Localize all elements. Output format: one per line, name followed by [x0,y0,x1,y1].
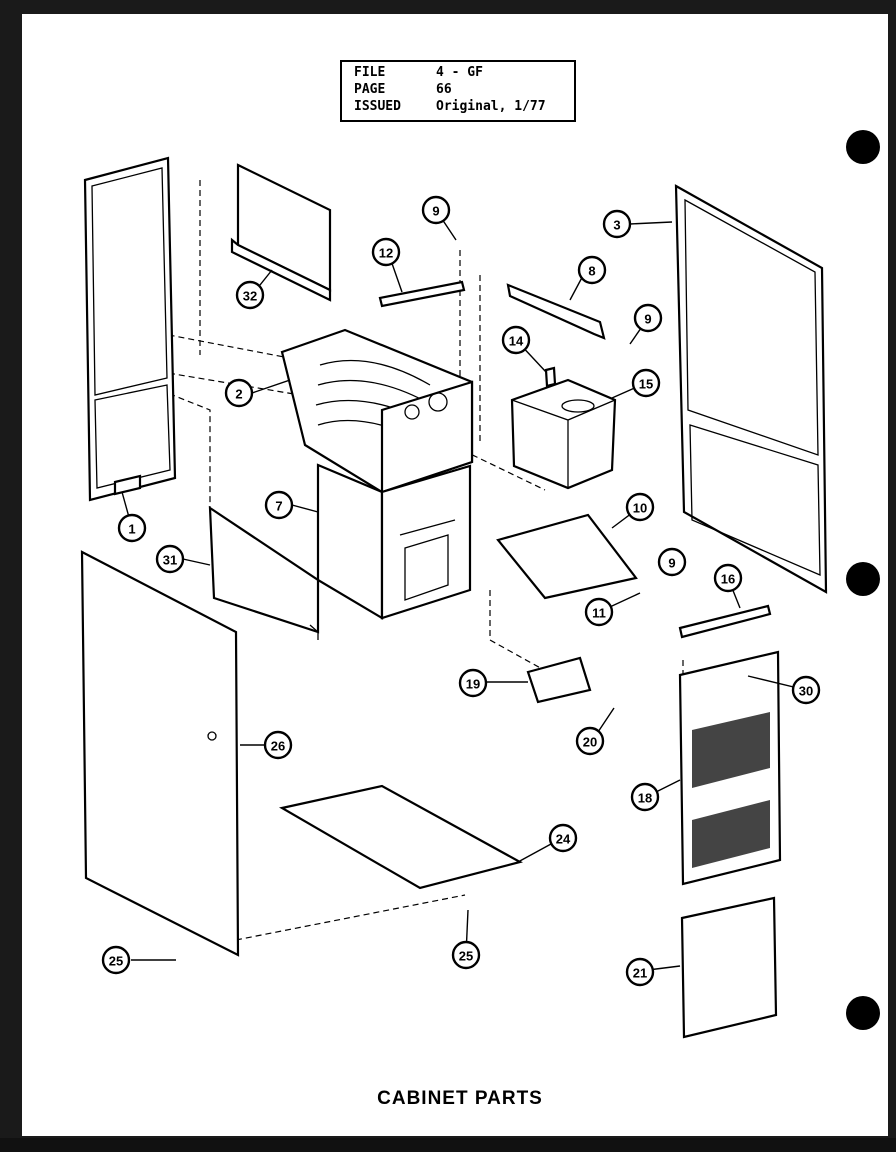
callout-21: 21 [625,957,655,987]
callout-26-label: 26 [271,739,285,754]
part-21-filter-door [680,896,778,1039]
callout-7: 7 [264,490,294,520]
part-26-outer-door [80,550,240,957]
callout-31-label: 31 [163,553,177,568]
callout-18: 18 [630,782,660,812]
part-1-left-side-panel [83,156,177,502]
callout-3-label: 3 [613,218,620,233]
callout-2: 2 [224,378,254,408]
file-row: FILE 4 - GF [354,65,483,80]
callout-2-label: 2 [235,387,242,402]
callout-10-label: 10 [633,501,647,516]
callout-19: 19 [458,668,488,698]
part-16-rail [678,604,772,639]
binder-hole-middle [846,562,880,596]
callout-11: 11 [584,597,614,627]
callout-32-label: 32 [243,289,257,304]
callout-3: 3 [602,209,632,239]
callout-8-label: 8 [588,264,595,279]
part-24-bottom-pan [279,784,523,890]
callout-20: 20 [575,726,605,756]
callout-12-label: 12 [379,246,393,261]
callout-9-top-label: 9 [432,204,439,219]
callout-14-label: 14 [509,334,524,349]
issued-row: ISSUED Original, 1/77 [354,99,546,114]
part-32-top-baffle [230,163,332,302]
callout-24-label: 24 [556,832,571,847]
callout-19-label: 19 [466,677,480,692]
callout-30-label: 30 [799,684,813,699]
callout-16-label: 16 [721,572,735,587]
binder-hole-top [846,130,880,164]
callout-24: 24 [548,823,578,853]
page-row: PAGE 66 [354,82,452,97]
callout-32: 32 [235,280,265,310]
part-15-blower-box [510,378,617,490]
callout-30: 30 [791,675,821,705]
callout-1: 1 [117,513,147,543]
callout-25-left: 25 [101,945,131,975]
callout-31: 31 [155,544,185,574]
part-2-heat-exchanger [280,328,474,494]
callout-25-left-label: 25 [109,954,123,969]
page-label: PAGE [354,82,386,97]
binder-hole-bottom [846,996,880,1030]
callout-15-label: 15 [639,377,653,392]
part-3-door-frame [674,184,828,594]
callout-9-right-label: 9 [644,312,651,327]
file-value: 4 - GF [436,65,483,80]
part-8-rail [506,283,606,340]
scan-edge [0,1138,896,1152]
part-14-clip [544,366,557,388]
callout-9-lower: 9 [657,547,687,577]
callout-15: 15 [631,368,661,398]
callout-1-label: 1 [128,522,135,537]
page-value: 66 [436,82,452,97]
file-info-box: FILE 4 - GF PAGE 66 ISSUED Original, 1/77 [340,60,576,122]
callout-9-right: 9 [633,303,663,333]
callout-10: 10 [625,492,655,522]
callout-16: 16 [713,563,743,593]
part-31-inner-panel [208,505,320,640]
callout-12: 12 [371,237,401,267]
diagram-title: CABINET PARTS [377,1088,543,1109]
issued-label: ISSUED [354,99,401,114]
callout-21-label: 21 [633,966,647,981]
part-18-grille-panel [678,650,782,886]
callout-25-right: 25 [451,940,481,970]
part-10-shelf [496,513,638,600]
callout-18-label: 18 [638,791,652,806]
callout-8: 8 [577,255,607,285]
callout-9-top: 9 [421,195,451,225]
part-12-rail [378,280,466,308]
issued-value: Original, 1/77 [436,99,546,114]
part-7-burner-box [316,463,472,620]
callout-9-lower-label: 9 [668,556,675,571]
callout-14: 14 [501,325,531,355]
file-label: FILE [354,65,386,80]
callout-7-label: 7 [275,499,282,514]
callout-11-label: 11 [592,606,606,621]
callout-20-label: 20 [583,735,597,750]
callout-25-right-label: 25 [459,949,473,964]
callout-26: 26 [263,730,293,760]
part-19-bracket [526,656,592,704]
